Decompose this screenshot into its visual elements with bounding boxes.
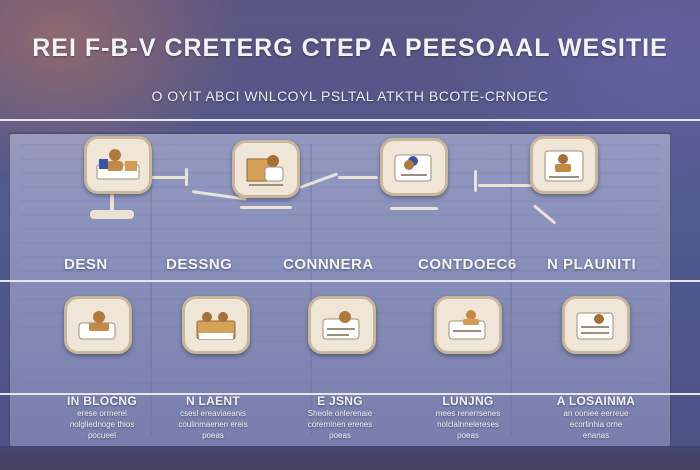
connector-line <box>185 168 188 186</box>
stage-label: DESN <box>64 256 108 273</box>
checklist-user-icon <box>562 296 630 354</box>
divider-line <box>0 280 700 282</box>
caption-line: coulinmaenen ereis <box>178 420 248 429</box>
team-folder-icon <box>182 296 250 354</box>
stage-label: CONTDOEC6 <box>418 256 517 273</box>
caption-line: ecorlinhia orne <box>569 420 623 429</box>
caption-line: pocueel <box>87 431 117 440</box>
bottom-strip <box>0 446 700 470</box>
user-document-icon <box>308 296 376 354</box>
stage-label: CONNNERA <box>283 256 374 273</box>
connector-line <box>150 176 188 179</box>
connector-line <box>478 184 534 187</box>
page-title: REI F-B-V CRETERG CTEP A PEESOAAL WESITI… <box>32 34 668 62</box>
connector-line <box>240 206 292 209</box>
divider-line <box>0 393 700 395</box>
caption-line: mees renerrsenes <box>435 409 501 418</box>
device-stand <box>90 210 134 219</box>
document-user-icon <box>530 136 598 194</box>
device-stand <box>110 194 114 212</box>
caption-title: A LOSAINMA <box>556 394 636 408</box>
connector-line <box>474 170 477 192</box>
caption-line: Sheole onlerenaie <box>307 409 373 418</box>
caption-title: LUNJNG <box>442 394 494 408</box>
monitor-panel-divider <box>310 144 312 436</box>
page-subtitle: O OYIT ABCI WNLCOYL PSLTAL ATKTH BCOTE-C… <box>151 88 549 104</box>
laptop-user-icon <box>64 296 132 354</box>
stack-user-icon <box>434 296 502 354</box>
caption-line: csesl ereaviaeanis <box>180 409 246 418</box>
caption-line: poeas <box>457 431 479 440</box>
divider-line <box>0 119 700 121</box>
caption-block: N LAENT csesl ereaviaeanis coulinmaenen … <box>153 394 273 441</box>
caption-line: nolclalnnelereses <box>437 420 499 429</box>
caption-line: poeas <box>202 431 224 440</box>
caption-title: E JSNG <box>317 394 363 408</box>
caption-title: IN BLOCNG <box>66 394 138 408</box>
caption-block: A LOSAINMA an ooniee eerreue ecorlinhia … <box>536 394 656 441</box>
caption-block: E JSNG Sheole onlerenaie corerninen eren… <box>280 394 400 441</box>
caption-title: N LAENT <box>185 394 241 408</box>
monitor-panel-divider <box>510 144 512 436</box>
caption-line: nolgliednoge thios <box>69 420 135 429</box>
caption-line: poeas <box>329 431 351 440</box>
caption-block: IN BLOCNG erese orrnerel nolgliednoge th… <box>42 394 162 441</box>
connector-line <box>338 176 378 179</box>
caption-line: corerninen erenes <box>307 420 373 429</box>
caption-line: an ooniee eerreue <box>563 409 629 418</box>
caption-line: enanas <box>582 431 610 440</box>
monitor-user-icon <box>84 136 152 194</box>
connector-line <box>390 207 438 210</box>
stage-label: DESSNG <box>166 256 233 273</box>
stage-label: N PLAUNITI <box>547 256 637 273</box>
folder-user-icon <box>232 140 300 198</box>
caption-line: erese orrnerel <box>77 409 127 418</box>
monitor-panel-divider <box>150 144 152 436</box>
profile-card-icon <box>380 138 448 196</box>
caption-block: LUNJNG mees renerrsenes nolclalnnelerese… <box>408 394 528 441</box>
